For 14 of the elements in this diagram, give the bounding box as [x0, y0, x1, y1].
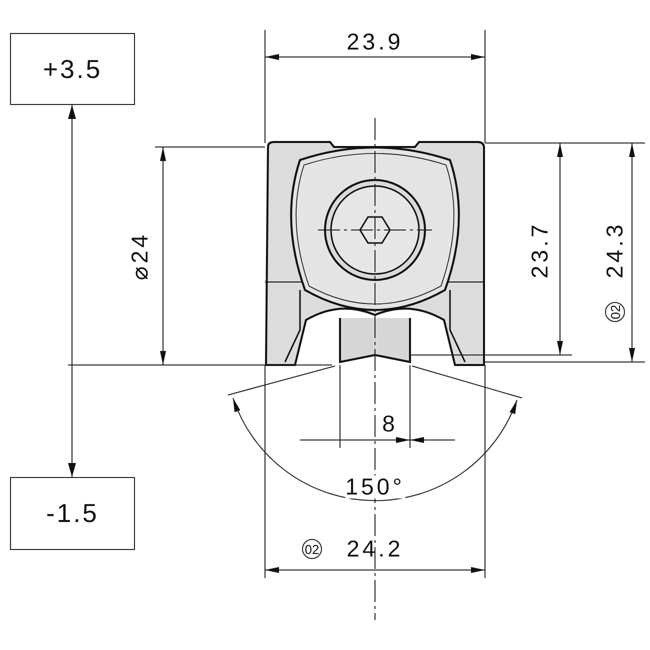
adjustment-arrow: [68, 104, 76, 478]
adjustment-value: -1.5: [46, 498, 99, 529]
adjustment-value: +3.5: [42, 54, 102, 84]
dimension-text: 8: [382, 412, 398, 436]
circled-number: 02: [302, 539, 322, 559]
dimension-text: ⌀24: [128, 232, 152, 280]
dimension-text: 24.2: [346, 538, 404, 560]
value-box: [10, 477, 135, 550]
dimension-text: 23.7: [528, 222, 552, 278]
circled-number: 02: [605, 302, 625, 322]
dimension-text: 24.3: [604, 222, 626, 278]
dimension-text: 150°: [345, 476, 405, 498]
value-box: [10, 33, 135, 105]
dimension-text: 23.9: [346, 30, 404, 54]
